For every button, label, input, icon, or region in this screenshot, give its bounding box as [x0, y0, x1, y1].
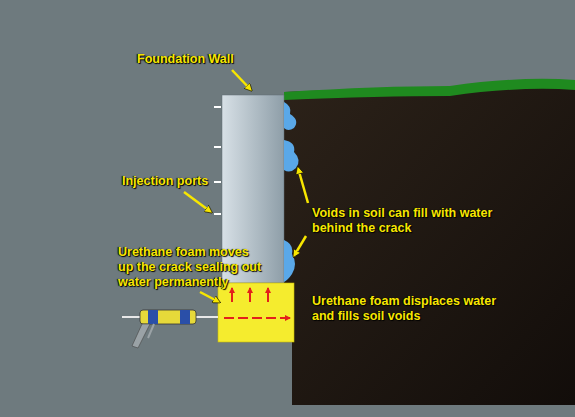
injection-gun — [122, 310, 218, 348]
injection-port — [214, 107, 221, 255]
water-void — [284, 140, 299, 172]
note-label: Voids in soil can fill with water behind… — [312, 206, 532, 236]
water-void — [284, 102, 296, 130]
note-label: Urethane foam moves up the crack sealing… — [118, 245, 266, 290]
note-label: Urethane foam displaces water and fills … — [312, 294, 502, 324]
water-void — [284, 240, 295, 282]
part-label: Injection ports — [122, 174, 252, 189]
urethane-foam — [218, 283, 294, 342]
part-label: Foundation Wall — [137, 52, 267, 67]
soil — [284, 83, 575, 405]
grass — [284, 79, 575, 100]
foam-flow-arrows — [224, 288, 290, 318]
